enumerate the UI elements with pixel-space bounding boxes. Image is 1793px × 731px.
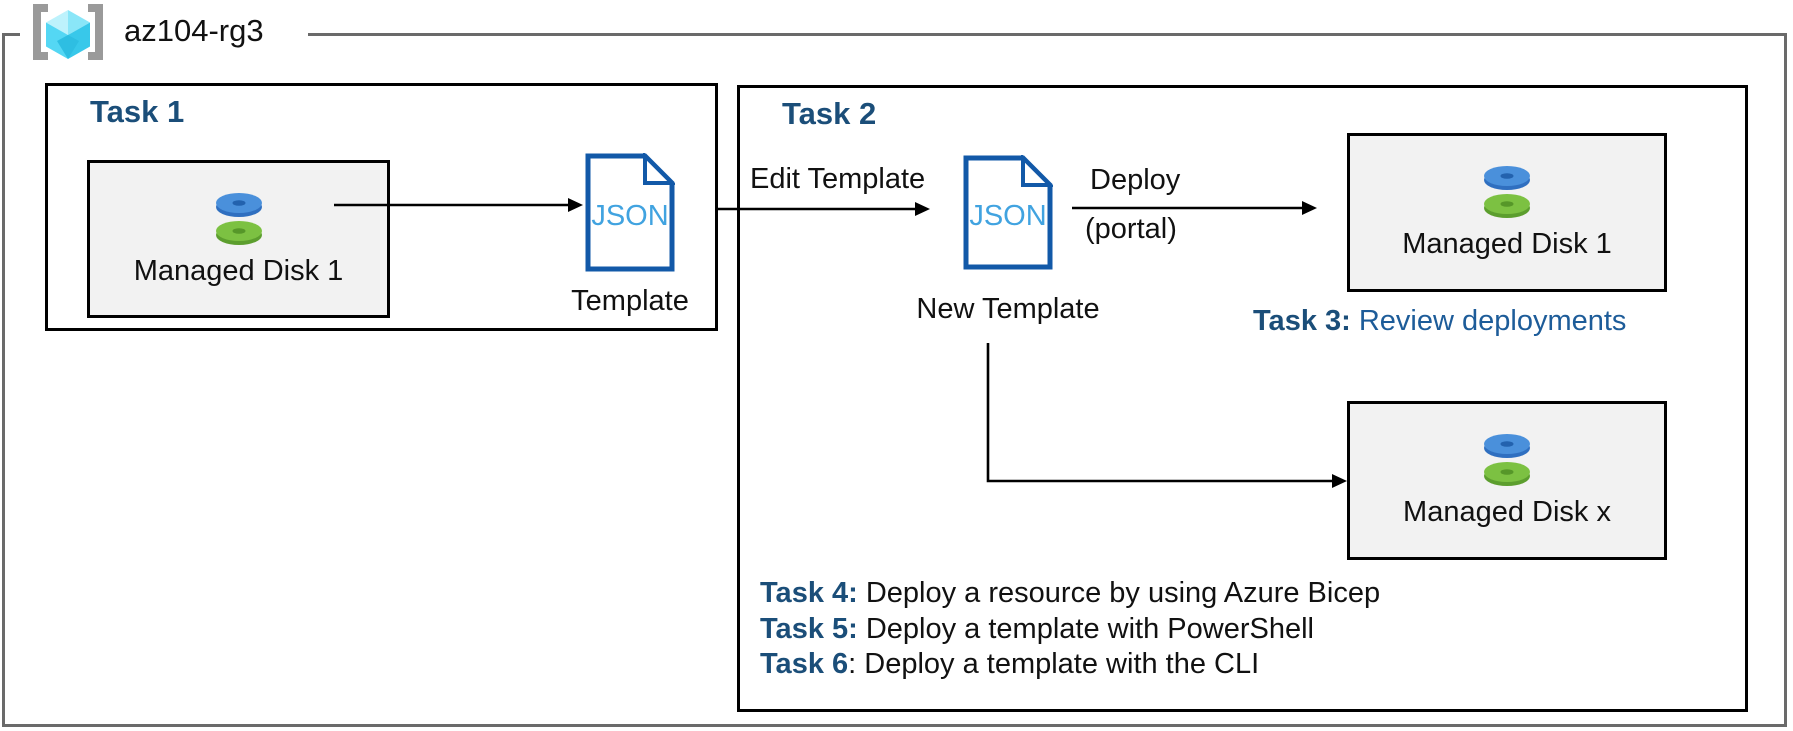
task6-text: : Deploy a template with the CLI [848,648,1260,680]
task5-note: Task 5: Deploy a template with PowerShel… [760,612,1380,648]
managed-disk-label: Managed Disk 1 [133,254,344,287]
managed-disk-icon [1484,434,1530,486]
tasks-4-6-list: Task 4: Deploy a resource by using Azure… [760,576,1380,683]
task4-prefix: Task 4: [760,577,858,609]
json-template-icon: JSON [585,153,675,272]
managed-disk-icon [215,192,262,245]
deploy-portal-label: (portal) [1085,213,1177,245]
task3-note: Task 3: Review deployments [1253,305,1626,338]
task4-note: Task 4: Deploy a resource by using Azure… [760,576,1380,612]
managed-disk-icon [1484,166,1530,218]
deployed-managed-disk-x-box: Managed Disk x [1347,401,1667,560]
task3-prefix: Task 3: [1253,305,1351,337]
task5-text: Deploy a template with PowerShell [857,612,1314,645]
json-icon-text: JSON [969,200,1046,232]
resource-group-border-gap [20,29,308,40]
new-template-caption: New Template [916,293,1100,325]
resource-group-label: az104-rg3 [124,13,264,48]
edit-template-arrow-label: Edit Template [750,163,926,195]
task1-managed-disk-box: Managed Disk 1 [87,160,390,318]
deploy-arrow-label: Deploy [1090,164,1181,196]
task6-prefix: Task 6 [760,648,849,680]
managed-disk-label: Managed Disk 1 [1402,228,1612,260]
json-new-template-icon: JSON [963,155,1053,270]
task1-title: Task 1 [90,94,185,129]
task2-title: Task 2 [782,96,877,131]
task6-note: Task 6: Deploy a template with the CLI [760,647,1380,683]
json-icon-text: JSON [591,200,668,232]
resource-group-icon [33,4,103,60]
deployed-managed-disk-1-box: Managed Disk 1 [1347,133,1667,292]
task4-text: Deploy a resource by using Azure Bicep [857,577,1381,609]
managed-disk-label: Managed Disk x [1403,496,1611,528]
task3-text: Review deployments [1350,305,1627,337]
task5-prefix: Task 5: [760,612,858,645]
resource-group-border [2,33,1787,727]
template-caption: Template [571,285,689,317]
